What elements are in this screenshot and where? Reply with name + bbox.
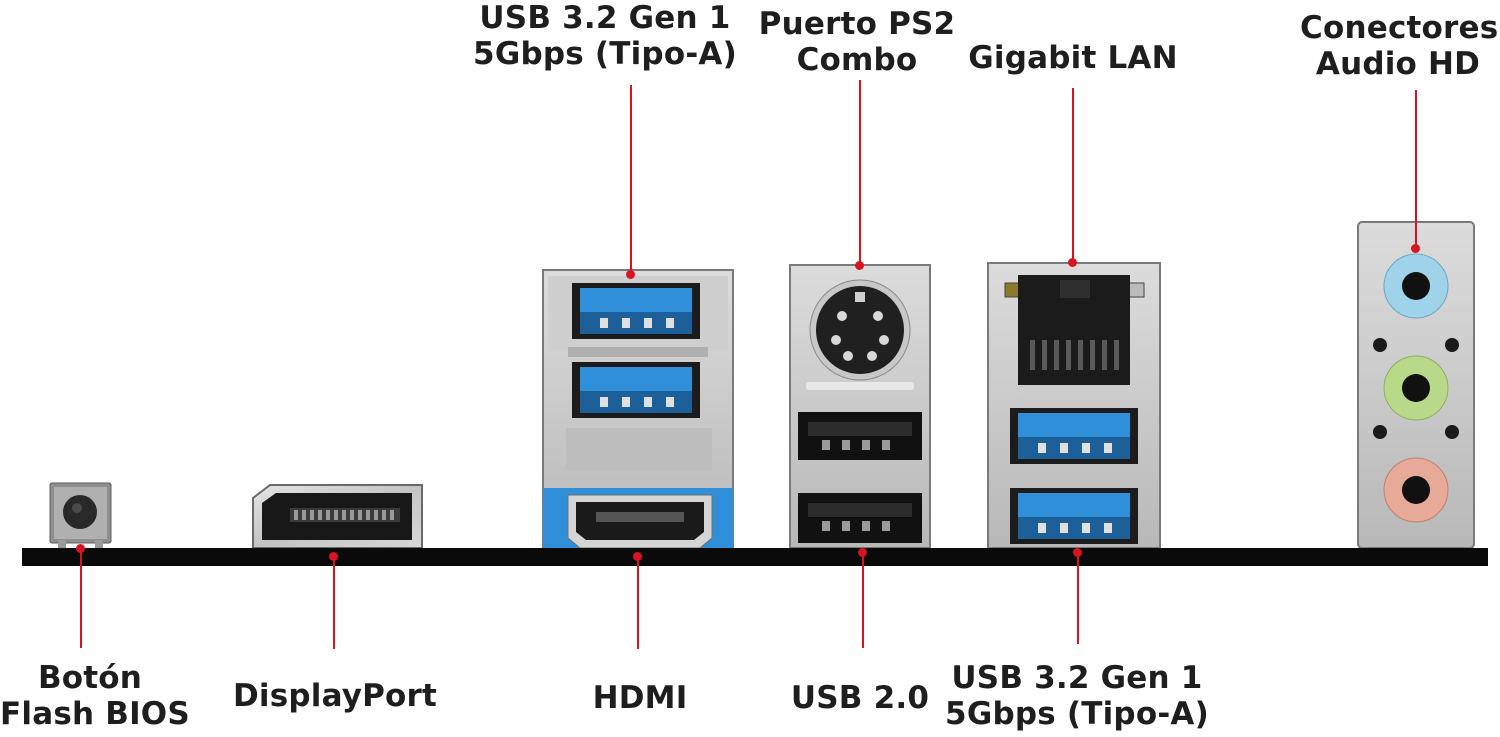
label-usb32-top-line1: USB 3.2 Gen 1 [479,0,731,36]
leader-usb32-top [630,85,632,275]
label-displayport: DisplayPort [230,678,440,714]
leader-dot-audio [1411,244,1420,253]
label-usb32-top: USB 3.2 Gen 1 5Gbps (Tipo-A) [470,0,740,72]
label-displayport-line1: DisplayPort [232,678,438,714]
label-flash-bios-line1: Botón [37,660,143,696]
usb3-hdmi-stack-graphic [542,269,734,549]
label-audio-line1: Conectores [1300,10,1499,46]
leader-dot-usb32-top [626,270,635,279]
label-usb32-top-line2: 5Gbps (Tipo-A) [473,36,737,72]
audio-jacks-graphic [1357,221,1475,549]
label-hdmi-line1: HDMI [592,680,688,716]
leader-usb32-bottom [1077,552,1079,644]
label-lan: Gigabit LAN [960,40,1186,76]
label-usb32-bottom-line1: USB 3.2 Gen 1 [951,660,1203,696]
label-lan-line1: Gigabit LAN [968,40,1178,76]
label-usb32-bottom-line2: 5Gbps (Tipo-A) [945,696,1209,732]
label-ps2-line2: Combo [796,42,918,78]
ps2-usb2-stack-graphic [789,264,931,549]
panel-baseline [22,548,1488,566]
label-usb32-bottom: USB 3.2 Gen 1 5Gbps (Tipo-A) [944,660,1210,732]
label-hdmi: HDMI [570,680,710,716]
leader-dot-usb20 [858,548,867,557]
leader-displayport [333,556,335,649]
leader-dot-flash-bios [76,544,85,553]
leader-hdmi [637,556,639,649]
leader-usb20 [862,552,864,648]
leader-ps2 [859,80,861,265]
displayport-graphic [252,484,423,549]
label-ps2: Puerto PS2 Combo [750,6,964,78]
leader-dot-ps2 [855,261,864,270]
label-audio: Conectores Audio HD [1300,10,1499,82]
label-ps2-line1: Puerto PS2 [758,6,956,42]
leader-lan [1072,88,1074,263]
lan-usb3-stack-graphic [987,262,1161,549]
label-usb20: USB 2.0 [785,680,935,716]
leader-dot-lan [1068,258,1077,267]
label-flash-bios-line2: Flash BIOS [0,696,190,732]
label-audio-line2: Audio HD [1315,46,1481,82]
leader-audio [1415,90,1417,248]
leader-dot-displayport [329,552,338,561]
label-flash-bios: Botón Flash BIOS [0,660,190,732]
label-usb20-line1: USB 2.0 [790,680,930,716]
leader-flash-bios [80,548,82,648]
flash-bios-button-graphic [49,482,112,548]
leader-dot-usb32-bottom [1073,548,1082,557]
leader-dot-hdmi [633,552,642,561]
